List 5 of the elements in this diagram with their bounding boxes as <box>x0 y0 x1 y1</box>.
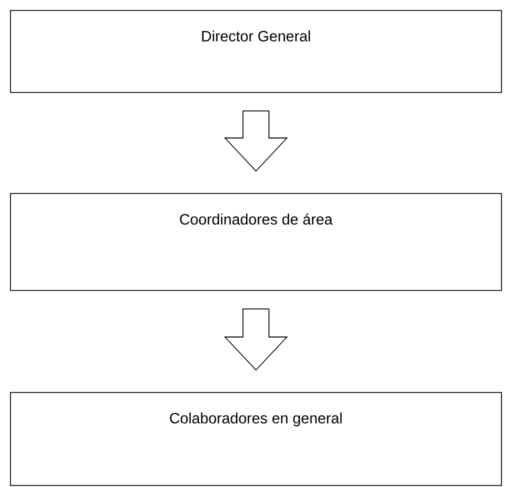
org-box: Colaboradores en general <box>10 392 502 486</box>
org-box: Director General <box>10 10 502 93</box>
block-arrow <box>224 308 288 371</box>
org-box: Coordinadores de área <box>10 193 502 291</box>
block-arrow <box>224 110 288 172</box>
